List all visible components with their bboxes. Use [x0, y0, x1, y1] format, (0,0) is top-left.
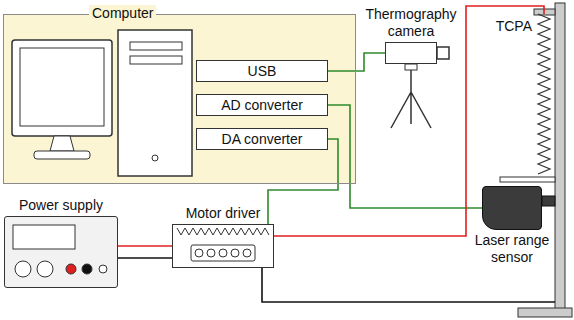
part-label: TCPA: [496, 18, 532, 35]
stand-drawing-part: [542, 196, 555, 206]
terminal-screw: [243, 249, 251, 257]
interface-box: DA converter: [196, 128, 328, 150]
box-label: DA converter: [222, 131, 303, 148]
sensor-housing: Laser range sensor: [482, 186, 542, 230]
monitor-drawing-part: [34, 151, 90, 159]
label-anchor: Power supply: [19, 197, 103, 214]
part-label: Motor driver: [186, 205, 261, 222]
knob-terminal: [15, 261, 31, 277]
signal-wire: [268, 139, 338, 224]
monitor-drawing-part: [20, 48, 104, 126]
label-anchor: TCPA: [496, 18, 532, 35]
monitor-drawing-part: [50, 136, 74, 151]
ground-wire-part: [262, 268, 555, 302]
tower-drawing-part: [130, 56, 182, 64]
interface-box: USB: [196, 60, 328, 82]
part-label: Thermography camera: [363, 6, 459, 40]
computer-panel: ComputerUSBAD converterDA converter: [3, 14, 356, 184]
box-label: AD converter: [221, 97, 303, 114]
camera-drawing-part: [405, 64, 417, 70]
ground-wire-part: [118, 257, 172, 259]
interface-box: AD converter: [196, 94, 328, 116]
label-anchor: Thermography camera: [363, 6, 459, 40]
label-anchor: Laser range sensor: [472, 232, 552, 266]
label-anchor: Computer: [89, 5, 156, 22]
terminal-screw: [231, 249, 239, 257]
stand-drawing-part: [555, 3, 565, 309]
stand-drawing-part: [500, 177, 555, 182]
box-label: USB: [248, 63, 277, 80]
terminal-screw: [195, 249, 203, 257]
part-label: Power supply: [19, 197, 103, 214]
power-supply-box-figure: [5, 217, 117, 287]
tower-drawing-part: [152, 155, 158, 161]
knob-terminal: [82, 264, 92, 274]
tower-drawing: [118, 30, 192, 176]
tower-drawing-part: [130, 42, 182, 50]
power-supply-box: Power supply: [4, 216, 118, 288]
stand-drawing-part: [518, 308, 572, 317]
monitor-drawing: [12, 40, 112, 159]
panel-fill: [3, 14, 356, 184]
signal-wire: [328, 53, 385, 71]
part-label: Laser range sensor: [472, 232, 552, 266]
monitor-drawing-part: [12, 40, 112, 136]
signal-wire: [118, 245, 172, 247]
tcpa-spring: TCPA: [536, 14, 552, 178]
camera-drawing-part: [437, 47, 449, 59]
knob-terminal: [66, 264, 76, 274]
knob-terminal: [37, 261, 53, 277]
signal-wire: [274, 6, 544, 236]
display-window: [13, 225, 75, 249]
camera-drawing-part: [391, 70, 431, 128]
part-label: Computer: [89, 5, 156, 22]
camera-body: Thermography camera: [385, 42, 437, 64]
label-anchor: Motor driver: [186, 205, 261, 222]
terminal-block: [191, 245, 255, 261]
motor-driver-box: Motor driver: [172, 224, 274, 268]
motor-driver-box-figure: [173, 225, 273, 267]
spring-coil: [538, 14, 550, 174]
signal-wire: [328, 105, 482, 208]
tower-drawing-part: [118, 30, 192, 176]
stand-drawing: [500, 3, 572, 317]
heat-sink: [177, 228, 269, 235]
terminal-screw: [219, 249, 227, 257]
knob-terminal: [99, 265, 107, 273]
terminal-screw: [207, 249, 215, 257]
tcpa-spring-figure: [536, 14, 552, 178]
